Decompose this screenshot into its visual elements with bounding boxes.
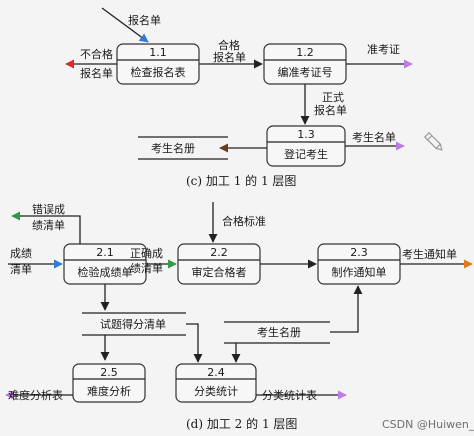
- watermark: CSDN @Huiwen_Z: [382, 418, 474, 431]
- process-1-1-id: 1.1: [149, 46, 167, 59]
- label-reject-2: 报名单: [80, 66, 113, 80]
- flow-error: [11, 211, 81, 244]
- process-2-5-id: 2.5: [100, 366, 118, 379]
- flow-in-report: [101, 7, 149, 43]
- label-qualified-2: 报名单: [213, 50, 246, 64]
- process-2-4-id: 2.4: [207, 366, 225, 379]
- label-notice: 考生通知单: [402, 247, 457, 261]
- label-in-report: 报名单: [128, 13, 161, 27]
- label-correct-2: 绩清单: [130, 262, 163, 275]
- label-qualified-1: 合格: [218, 38, 240, 52]
- process-2-1-id: 2.1: [96, 246, 114, 259]
- label-reject-1: 不合格: [80, 47, 113, 61]
- label-admission: 准考证: [367, 43, 400, 56]
- process-2-3-id: 2.3: [350, 246, 368, 259]
- label-difficulty: 难度分析表: [8, 388, 63, 402]
- label-error-1: 错误成: [32, 202, 65, 216]
- label-official-1: 正式: [322, 91, 344, 104]
- process-1-2-id: 1.2: [296, 46, 314, 59]
- label-roster-out: 考生名单: [352, 130, 396, 144]
- process-1-2-name: 编准考证号: [278, 65, 333, 79]
- process-2-3-name: 制作通知单: [332, 265, 387, 279]
- process-2-5-name: 难度分析: [87, 384, 131, 398]
- label-standard: 合格标准: [222, 214, 266, 228]
- label-scores-in-2: 清单: [10, 263, 32, 276]
- process-2-1-name: 检验成绩单: [78, 265, 133, 279]
- process-1-3-name: 登记考生: [284, 147, 328, 161]
- flow-roster-to-2-3: [330, 285, 363, 333]
- label-stats: 分类统计表: [262, 388, 317, 402]
- process-2-4-name: 分类统计: [194, 384, 238, 398]
- process-1-1-name: 检查报名表: [131, 65, 186, 79]
- store-roster-label: 考生名册: [151, 141, 195, 155]
- store-scores-label: 试题得分清单: [100, 318, 166, 331]
- process-1-3-id: 1.3: [297, 128, 315, 141]
- label-error-2: 绩清单: [32, 219, 65, 232]
- flow-scores-to-2-4: [186, 323, 203, 363]
- process-2-2-name: 审定合格者: [192, 265, 247, 279]
- caption-c: (c) 加工 1 的 1 层图: [186, 173, 296, 188]
- label-scores-in-1: 成绩: [10, 247, 32, 260]
- label-correct-1: 正确成: [130, 247, 163, 260]
- pencil-icon[interactable]: [423, 131, 444, 152]
- process-2-4: [175, 363, 257, 403]
- store-roster-d-label: 考生名册: [257, 325, 301, 339]
- process-2-5: [72, 363, 146, 403]
- process-2-2-id: 2.2: [210, 246, 228, 259]
- label-official-2: 报名单: [314, 103, 347, 117]
- caption-d: (d) 加工 2 的 1 层图: [186, 416, 297, 431]
